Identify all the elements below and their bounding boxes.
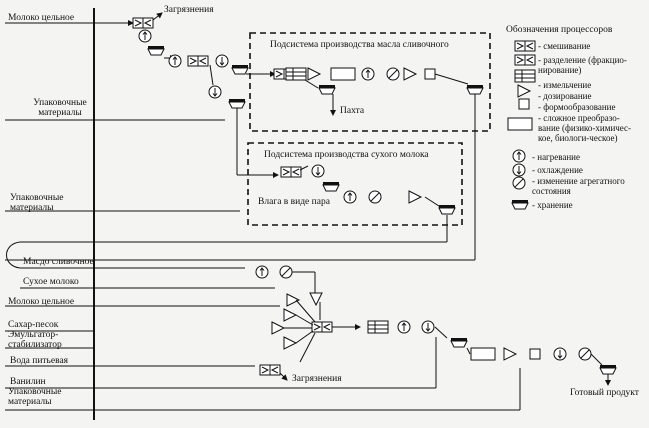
input-label-milk: Молоко цельное [8, 13, 75, 23]
legend-item-storage: - хранение [532, 200, 573, 210]
legend-title: Обозначения процессоров [506, 25, 613, 35]
input-label-packaging: Упаковочные материалы [8, 387, 62, 407]
buttermilk-label: Пахта [340, 106, 365, 116]
input-label-packaging: Упаковочные материалы [10, 193, 64, 213]
input-label-sugar: Сахар-песок [8, 320, 59, 330]
legend-item-heating: - нагревание [532, 152, 580, 162]
legend-item-separation: - разделение (фракцио-нирование) [538, 55, 627, 75]
input-label-milk: Молоко цельное [8, 297, 75, 307]
legend-item-complex: - сложное преобразо-вание (физико-химиче… [538, 113, 631, 143]
impurities-label: Загрязнения [164, 5, 214, 15]
input-label-packaging: Упаковочные материалы [33, 98, 87, 118]
legend-item-mixing: - смешивание [538, 41, 591, 51]
legend-item-grinding: - измельчение [538, 80, 592, 90]
input-label-water: Вода питьевая [10, 356, 69, 366]
drymilk-subsystem-title: Подсистема производства сухого молока [264, 150, 429, 160]
legend-item-forming: - формообразование [538, 102, 616, 112]
input-label-emulsifier: Эмульгатор-стабилизатор [8, 330, 62, 350]
legend-item-cooling: - охлаждение [532, 165, 583, 175]
legend-item-state-change: - изменение агрегатного состояния [532, 176, 625, 196]
steam-label: Влага в виде пара [258, 197, 330, 207]
impurities-label: Загрязнения [292, 374, 342, 384]
input-label-butter: Масдо сливочное [23, 257, 94, 267]
output-label: Готовый продукт [570, 388, 639, 398]
legend-item-dosing: - дозирование [538, 91, 592, 101]
input-label-vanillin: Ванилин [10, 377, 46, 387]
input-label-dry-milk: Сухое молоко [23, 277, 79, 287]
butter-subsystem-title: Подсистема производства масла сливочного [270, 40, 449, 50]
